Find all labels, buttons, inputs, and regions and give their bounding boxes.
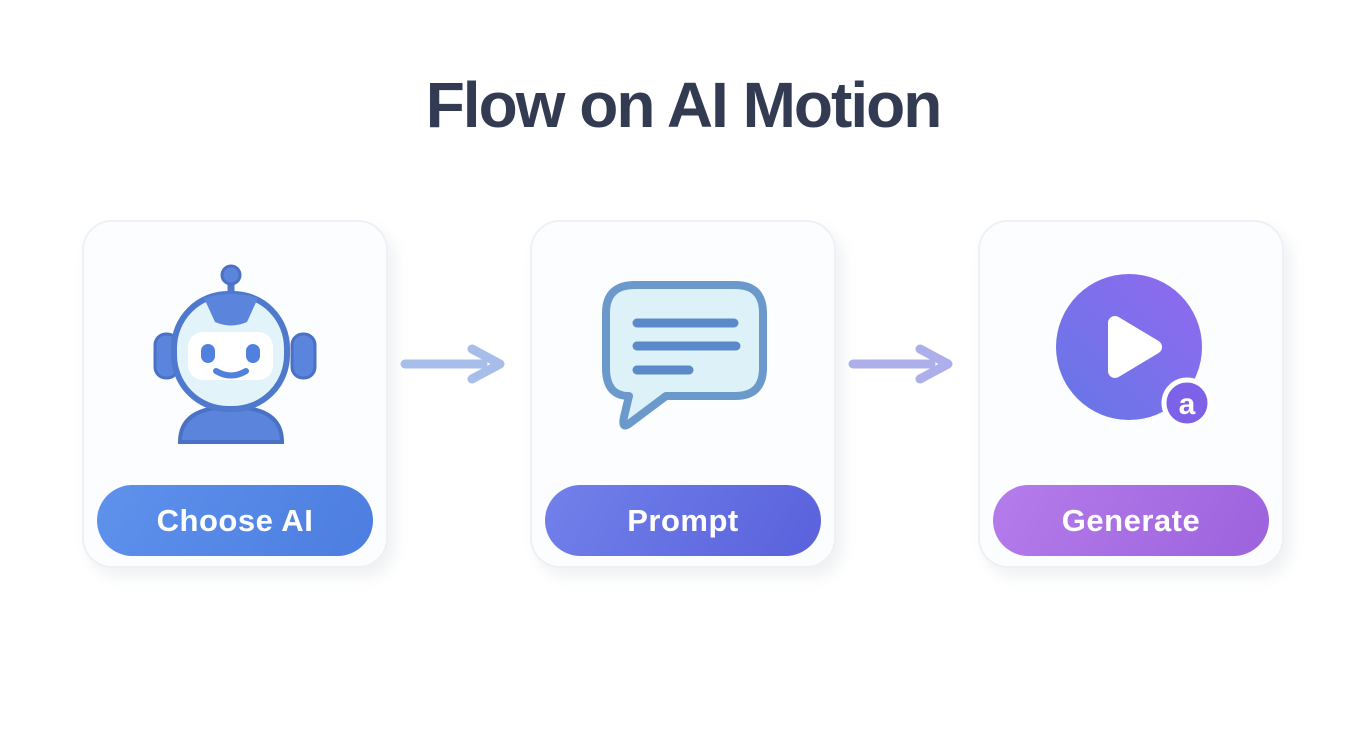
step-card-generate: a Generate (978, 220, 1284, 568)
badge-letter: a (1179, 388, 1196, 421)
step-card-choose-ai: Choose AI (82, 220, 388, 568)
step-icon-area (532, 222, 834, 484)
arrow-right-icon (400, 344, 505, 384)
choose-ai-button[interactable]: Choose AI (97, 485, 373, 556)
step-icon-area (84, 222, 386, 484)
generate-button[interactable]: Generate (993, 485, 1269, 556)
arrow-1 (388, 220, 530, 568)
robot-icon (153, 264, 317, 444)
flow-diagram: Choose AI Prompt (0, 220, 1366, 568)
arrow-2 (836, 220, 978, 568)
step-card-prompt: Prompt (530, 220, 836, 568)
prompt-button[interactable]: Prompt (545, 485, 821, 556)
arrow-right-icon (848, 344, 953, 384)
chat-bubble-icon (602, 280, 767, 429)
step-icon-area: a (980, 222, 1282, 484)
page-title: Flow on AI Motion (425, 69, 943, 141)
play-circle-icon: a (1056, 274, 1213, 429)
